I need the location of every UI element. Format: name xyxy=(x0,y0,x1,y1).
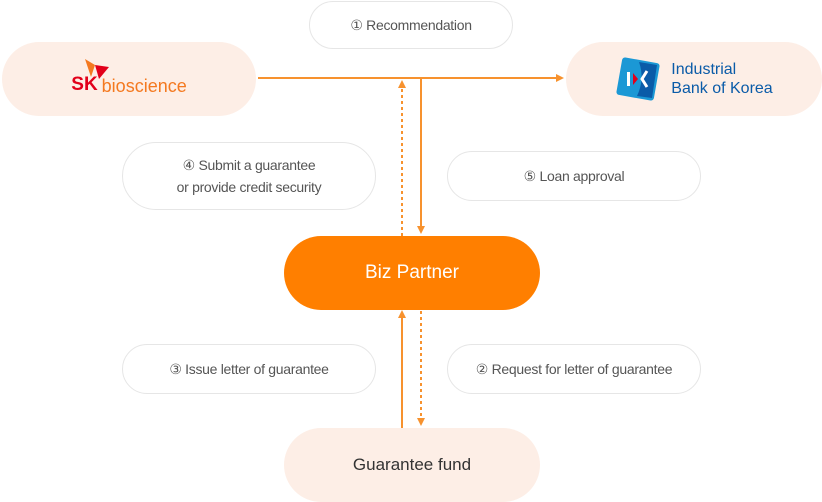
step-2-label: ② Request for letter of guarantee xyxy=(475,361,673,377)
step-1-label: ① Recommendation xyxy=(350,17,472,33)
biz-partner-node: Biz Partner xyxy=(284,236,540,310)
step-3-label: ③ Issue letter of guarantee xyxy=(169,361,329,377)
step-3-issue-letter: ③ Issue letter of guarantee xyxy=(122,344,376,394)
sk-logo-text: bioscience xyxy=(101,75,187,96)
step-2-request-letter: ② Request for letter of guarantee xyxy=(447,344,701,394)
ibk-node: Industrial Bank of Korea xyxy=(566,42,822,116)
biz-partner-label: Biz Partner xyxy=(365,262,459,283)
step-1-recommendation: ① Recommendation xyxy=(309,1,513,49)
ibk-name: Industrial Bank of Korea xyxy=(671,60,772,98)
step-4-label-line1: ④ Submit a guarantee xyxy=(182,157,316,173)
ibk-logo-icon xyxy=(616,57,660,101)
guarantee-fund-node: Guarantee fund xyxy=(284,428,540,502)
guarantee-fund-label: Guarantee fund xyxy=(352,455,472,474)
sk-butterfly-icon xyxy=(85,59,109,79)
step-5-label: ⑤ Loan approval xyxy=(523,168,625,184)
step-4-submit-guarantee: ④ Submit a guarantee or provide credit s… xyxy=(122,142,376,210)
sk-logo-mark: SK xyxy=(71,74,98,95)
ibk-name-line1: Industrial xyxy=(671,61,737,78)
ibk-name-line2: Bank of Korea xyxy=(671,80,773,97)
step-5-loan-approval: ⑤ Loan approval xyxy=(447,151,701,201)
step-4-label-line2: or provide credit security xyxy=(176,179,322,195)
sk-bioscience-node: SK bioscience xyxy=(2,42,256,116)
